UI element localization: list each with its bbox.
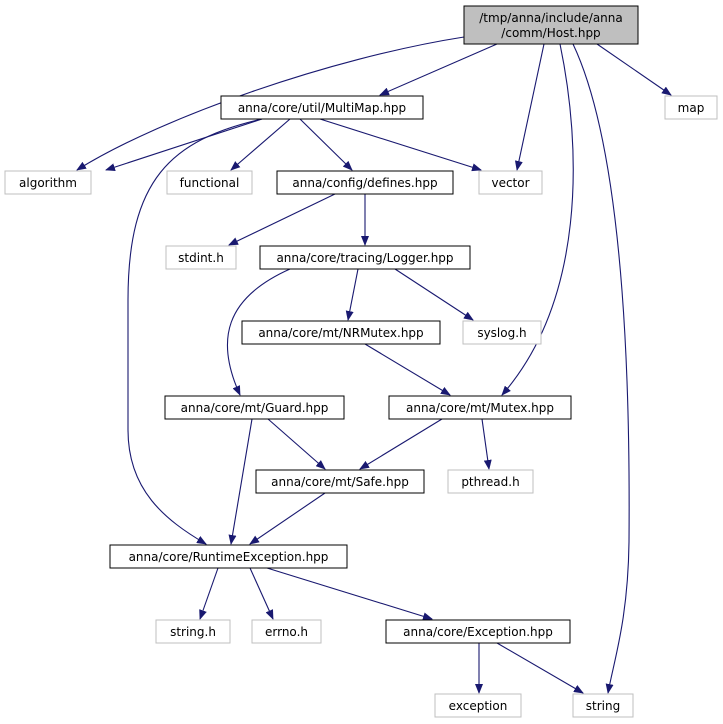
node-functional: functional <box>166 170 253 195</box>
node-box-exception_hpp <box>385 619 571 644</box>
edge-guard-to-safe <box>267 418 326 470</box>
node-box-vector <box>478 170 543 195</box>
node-label-host: /tmp/anna/include/anna <box>479 11 623 25</box>
node-host[interactable]: /tmp/anna/include/anna/comm/Host.hpp <box>463 5 639 45</box>
edge-logger-to-nrmutex <box>345 268 359 321</box>
node-box-map <box>664 95 718 120</box>
node-box-safe <box>255 469 425 494</box>
node-string: string <box>572 693 634 718</box>
node-label-errno: errno.h <box>265 625 308 639</box>
node-nrmutex[interactable]: anna/core/mt/NRMutex.hpp <box>241 320 441 345</box>
node-defines[interactable]: anna/config/defines.hpp <box>276 170 454 195</box>
node-label-runtime: anna/core/RuntimeException.hpp <box>129 550 329 564</box>
edge-runtime-to-stringh <box>199 567 219 620</box>
node-label-safe: anna/core/mt/Safe.hpp <box>271 475 409 489</box>
node-mutex[interactable]: anna/core/mt/Mutex.hpp <box>388 395 572 420</box>
node-label-string: string <box>586 699 620 713</box>
node-algorithm: algorithm <box>4 170 92 195</box>
node-syslog: syslog.h <box>462 320 542 345</box>
node-box-string <box>572 693 634 718</box>
node-label-multimap: anna/core/util/MultiMap.hpp <box>238 101 406 115</box>
edge-mutex-to-safe <box>359 418 443 470</box>
node-box-stringh <box>155 619 231 644</box>
node-label-pthread: pthread.h <box>461 475 519 489</box>
node-label-defines: anna/config/defines.hpp <box>292 176 437 190</box>
edge-runtime-to-exception_hpp <box>266 567 433 621</box>
node-label-logger: anna/core/tracing/Logger.hpp <box>276 251 453 265</box>
node-box-multimap <box>220 95 424 120</box>
edge-safe-to-runtime <box>249 492 326 545</box>
node-label-exception: exception <box>449 699 508 713</box>
node-box-mutex <box>388 395 572 420</box>
node-label-host: /comm/Host.hpp <box>501 26 600 40</box>
node-label-syslog: syslog.h <box>477 326 526 340</box>
node-guard[interactable]: anna/core/mt/Guard.hpp <box>164 395 345 420</box>
node-stdint: stdint.h <box>165 245 237 270</box>
edge-multimap-to-runtime <box>127 118 263 545</box>
node-label-vector: vector <box>491 176 529 190</box>
node-label-algorithm: algorithm <box>19 176 77 190</box>
edge-guard-to-runtime <box>228 418 253 545</box>
node-label-functional: functional <box>180 176 240 190</box>
node-box-nrmutex <box>241 320 441 345</box>
node-exception_hpp[interactable]: anna/core/Exception.hpp <box>385 619 571 644</box>
edge-logger-to-guard <box>226 268 291 396</box>
node-label-stringh: string.h <box>170 625 216 639</box>
edge-multimap-to-defines <box>299 118 353 171</box>
edge-host-to-multimap <box>379 43 498 96</box>
node-safe[interactable]: anna/core/mt/Safe.hpp <box>255 469 425 494</box>
edge-defines-to-stdint <box>228 193 336 246</box>
node-runtime[interactable]: anna/core/RuntimeException.hpp <box>109 544 348 569</box>
node-pthread: pthread.h <box>447 469 534 494</box>
edge-exception_hpp-to-string <box>496 642 584 694</box>
edge-runtime-to-errno <box>249 567 274 620</box>
node-box-runtime <box>109 544 348 569</box>
edge-host-to-map <box>596 43 672 96</box>
edge-nrmutex-to-mutex <box>364 343 451 396</box>
node-box-defines <box>276 170 454 195</box>
edge-multimap-to-vector <box>319 118 482 172</box>
edge-multimap-to-functional <box>230 118 291 171</box>
node-vector: vector <box>478 170 543 195</box>
node-label-stdint: stdint.h <box>178 251 224 265</box>
edge-host-to-string <box>572 43 630 694</box>
node-box-errno <box>251 619 322 644</box>
node-label-exception_hpp: anna/core/Exception.hpp <box>403 625 553 639</box>
node-multimap[interactable]: anna/core/util/MultiMap.hpp <box>220 95 424 120</box>
node-box-stdint <box>165 245 237 270</box>
node-box-host <box>463 5 639 45</box>
node-box-pthread <box>447 469 534 494</box>
node-exception: exception <box>434 693 522 718</box>
edges-layer <box>76 36 672 694</box>
node-map: map <box>664 95 718 120</box>
node-box-syslog <box>462 320 542 345</box>
node-logger[interactable]: anna/core/tracing/Logger.hpp <box>259 245 471 270</box>
node-label-nrmutex: anna/core/mt/NRMutex.hpp <box>258 326 423 340</box>
node-label-mutex: anna/core/mt/Mutex.hpp <box>406 401 554 415</box>
node-box-guard <box>164 395 345 420</box>
edge-logger-to-syslog <box>394 268 474 321</box>
node-label-guard: anna/core/mt/Guard.hpp <box>181 401 329 415</box>
node-stringh: string.h <box>155 619 231 644</box>
edge-mutex-to-pthread <box>481 418 492 470</box>
edge-host-to-mutex <box>501 43 574 396</box>
node-errno: errno.h <box>251 619 322 644</box>
node-box-exception <box>434 693 522 718</box>
node-box-algorithm <box>4 170 92 195</box>
node-box-functional <box>166 170 253 195</box>
nodes-layer: /tmp/anna/include/anna/comm/Host.hpp anna… <box>4 5 718 718</box>
edge-host-to-algorithm <box>76 36 465 171</box>
node-box-logger <box>259 245 471 270</box>
node-label-map: map <box>678 101 705 115</box>
edge-multimap-to-algorithm <box>105 118 263 172</box>
edge-host-to-vector <box>514 43 545 171</box>
